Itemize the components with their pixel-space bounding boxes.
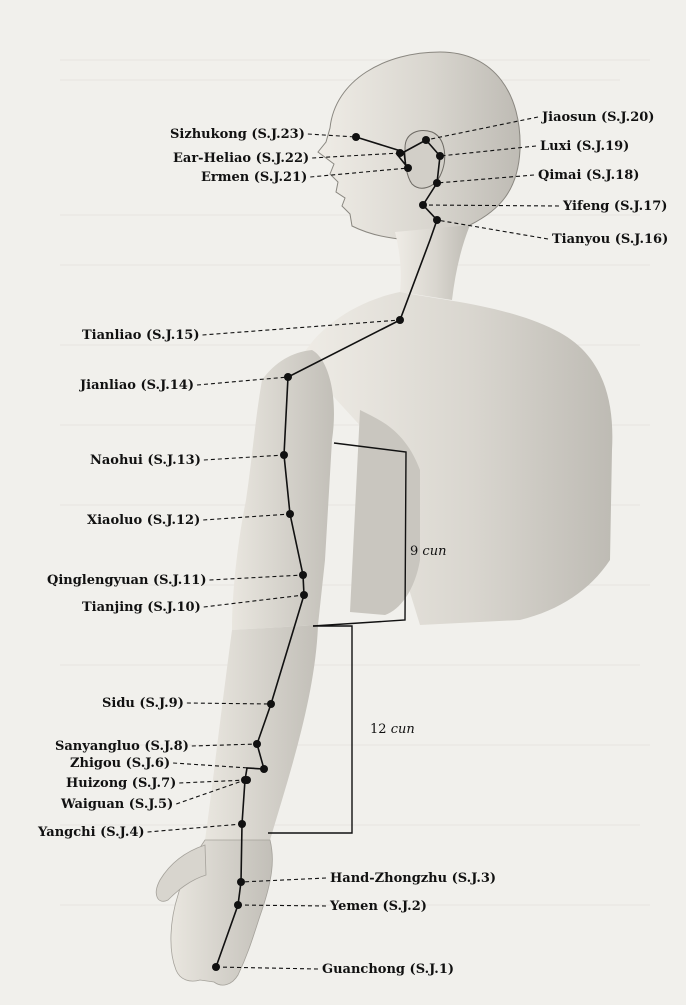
acupoint-name: Qimai: [538, 168, 586, 183]
acupoint-label: Luxi (S.J.19): [540, 139, 629, 154]
acupoint-name: Huizong: [66, 776, 132, 791]
acupoint-name: Zhigou: [70, 756, 126, 771]
acupoint-label: Sanyangluo (S.J.8): [55, 739, 189, 754]
acupoint-marker: [243, 776, 251, 784]
acupoint-label: Sidu (S.J.9): [102, 696, 184, 711]
acupoint-name: Yifeng: [562, 199, 614, 214]
acupoint-name: Jianliao: [79, 378, 140, 393]
acupoint-marker: [237, 878, 245, 886]
acupoint-code: (S.J.4): [100, 825, 144, 840]
acupoint-name: Luxi: [540, 139, 576, 154]
acupoint-code: (S.J.19): [576, 139, 630, 154]
acupoint-label: Zhigou (S.J.6): [70, 756, 170, 771]
acupoint-marker: [280, 451, 288, 459]
acupoint-code: (S.J.2): [382, 899, 426, 914]
acupoint-code: (S.J.15): [146, 328, 200, 343]
acupoint-marker: [260, 765, 268, 773]
acupoint-marker: [253, 740, 261, 748]
acupoint-code: (S.J.12): [147, 513, 201, 528]
acupoint-code: (S.J.23): [251, 127, 305, 142]
acupoint-name: Yemen: [329, 899, 382, 914]
acupoint-marker: [212, 963, 220, 971]
acupoint-label: Guanchong (S.J.1): [322, 962, 454, 977]
acupoint-marker: [300, 591, 308, 599]
acupoint-marker: [433, 179, 441, 187]
acupoint-name: Yangchi: [37, 825, 100, 840]
acupoint-code: (S.J.21): [254, 170, 308, 185]
acupoint-code: (S.J.11): [153, 573, 207, 588]
acupoint-marker: [267, 700, 275, 708]
acupoint-label: Qinglengyuan (S.J.11): [47, 573, 206, 588]
acupoint-marker: [436, 152, 444, 160]
acupoint-code: (S.J.16): [615, 232, 669, 247]
acupoint-name: Qinglengyuan: [47, 573, 153, 588]
acupoint-label: Hand-Zhongzhu (S.J.3): [330, 871, 496, 886]
acupoint-code: (S.J.17): [614, 199, 668, 214]
acupoint-marker: [433, 216, 441, 224]
acupoint-name: Hand-Zhongzhu: [330, 871, 452, 886]
acupoint-name: Tianjing: [82, 600, 147, 615]
acupoint-name: Waiguan: [60, 797, 129, 812]
acupoint-label: Waiguan (S.J.5): [60, 797, 173, 812]
forearm-measurement-label: 12 cun: [370, 722, 415, 737]
upper-arm-measurement-label: 9 cun: [410, 544, 446, 559]
acupoint-label: Jianliao (S.J.14): [79, 378, 194, 393]
acupoint-code: (S.J.10): [147, 600, 201, 615]
acupoint-label: Ear-Heliao (S.J.22): [173, 151, 309, 166]
acupoint-label: Yemen (S.J.2): [329, 899, 427, 914]
acupoint-code: (S.J.3): [452, 871, 496, 886]
acupoint-label: Naohui (S.J.13): [90, 453, 201, 468]
acupoint-code: (S.J.1): [410, 962, 454, 977]
acupoint-name: Sidu: [102, 696, 139, 711]
acupoint-label: Yangchi (S.J.4): [37, 825, 145, 840]
acupoint-label: Tianjing (S.J.10): [82, 600, 201, 615]
acupoint-label: Jiaosun (S.J.20): [541, 110, 654, 125]
acupoint-code: (S.J.7): [132, 776, 176, 791]
acupoint-marker: [234, 901, 242, 909]
acupoint-name: Naohui: [90, 453, 147, 468]
acupoint-code: (S.J.14): [140, 378, 194, 393]
acupoint-name: Tianliao: [82, 328, 146, 343]
acupoint-marker: [404, 164, 412, 172]
acupoint-name: Jiaosun: [541, 110, 601, 125]
acupoint-marker: [396, 149, 404, 157]
acupoint-name: Ear-Heliao: [173, 151, 256, 166]
acupoint-label: Sizhukong (S.J.23): [170, 127, 305, 142]
acupoint-marker: [299, 571, 307, 579]
acupoint-marker: [238, 820, 246, 828]
acupoint-name: Tianyou: [552, 232, 615, 247]
acupoint-code: (S.J.22): [256, 151, 310, 166]
acupoint-name: Sizhukong: [170, 127, 251, 142]
acupoint-label: Qimai (S.J.18): [538, 168, 639, 183]
acupoint-code: (S.J.8): [144, 739, 188, 754]
acupoint-marker: [396, 316, 404, 324]
acupoint-label: Xiaoluo (S.J.12): [87, 513, 200, 528]
acupoint-label: Tianyou (S.J.16): [552, 232, 668, 247]
acupoint-code: (S.J.5): [129, 797, 173, 812]
acupoint-code: (S.J.13): [147, 453, 201, 468]
acupoint-label: Tianliao (S.J.15): [82, 328, 200, 343]
acupoint-marker: [419, 201, 427, 209]
acupoint-marker: [286, 510, 294, 518]
acupoint-marker: [422, 136, 430, 144]
acupoint-marker: [352, 133, 360, 141]
acupoint-name: Sanyangluo: [55, 739, 144, 754]
acupoint-code: (S.J.6): [126, 756, 170, 771]
acupoint-code: (S.J.9): [139, 696, 183, 711]
acupoint-code: (S.J.18): [586, 168, 640, 183]
acupoint-label: Huizong (S.J.7): [66, 776, 176, 791]
acupoint-marker: [284, 373, 292, 381]
acupoint-name: Guanchong: [322, 962, 410, 977]
acupoint-name: Xiaoluo: [87, 513, 147, 528]
acupoint-name: Ermen: [201, 170, 254, 185]
acupoint-label: Ermen (S.J.21): [201, 170, 307, 185]
acupoint-code: (S.J.20): [601, 110, 655, 125]
acupoint-label: Yifeng (S.J.17): [562, 199, 667, 214]
